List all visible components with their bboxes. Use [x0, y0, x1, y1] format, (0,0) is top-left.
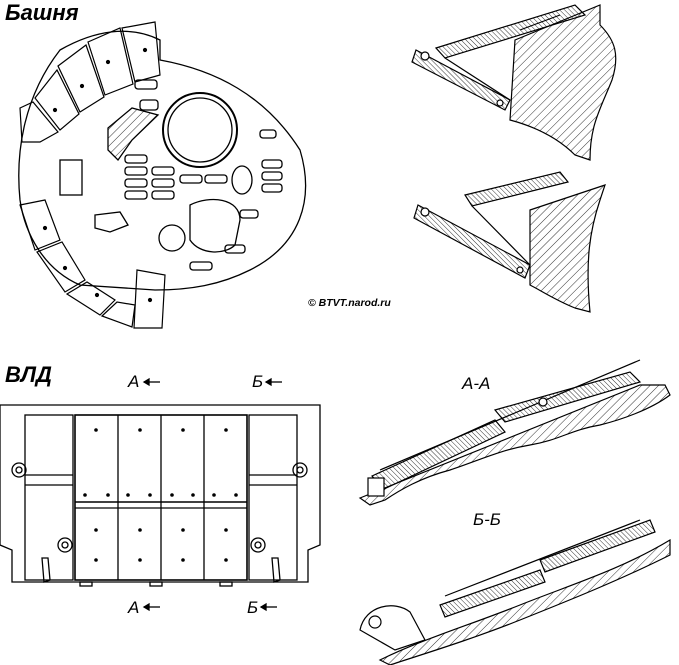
- cut-b-label-top: Б: [252, 372, 264, 391]
- ufp-bolts: [83, 428, 238, 562]
- turret-section-top: [411, 4, 617, 161]
- section-aa-label: А-А: [462, 374, 491, 393]
- cut-a-label-bottom: А: [128, 598, 140, 617]
- section-bb-drawing: [359, 519, 671, 665]
- cut-b-label-bottom: Б: [247, 598, 259, 617]
- turret-heading: Башня: [5, 0, 79, 25]
- turret-section-bottom: [413, 171, 606, 313]
- cut-a-label-top: А: [128, 372, 140, 391]
- ufp-heading: ВЛД: [5, 362, 52, 387]
- turret-era-lower: [19, 199, 166, 329]
- section-bb-label: Б-Б: [473, 510, 501, 529]
- turret-plan-view: [18, 21, 307, 329]
- copyright-text: © BTVT.narod.ru: [308, 297, 391, 309]
- turret-era-upper: [19, 21, 161, 143]
- ufp-front-view: [0, 377, 321, 612]
- section-aa-drawing: [358, 359, 671, 506]
